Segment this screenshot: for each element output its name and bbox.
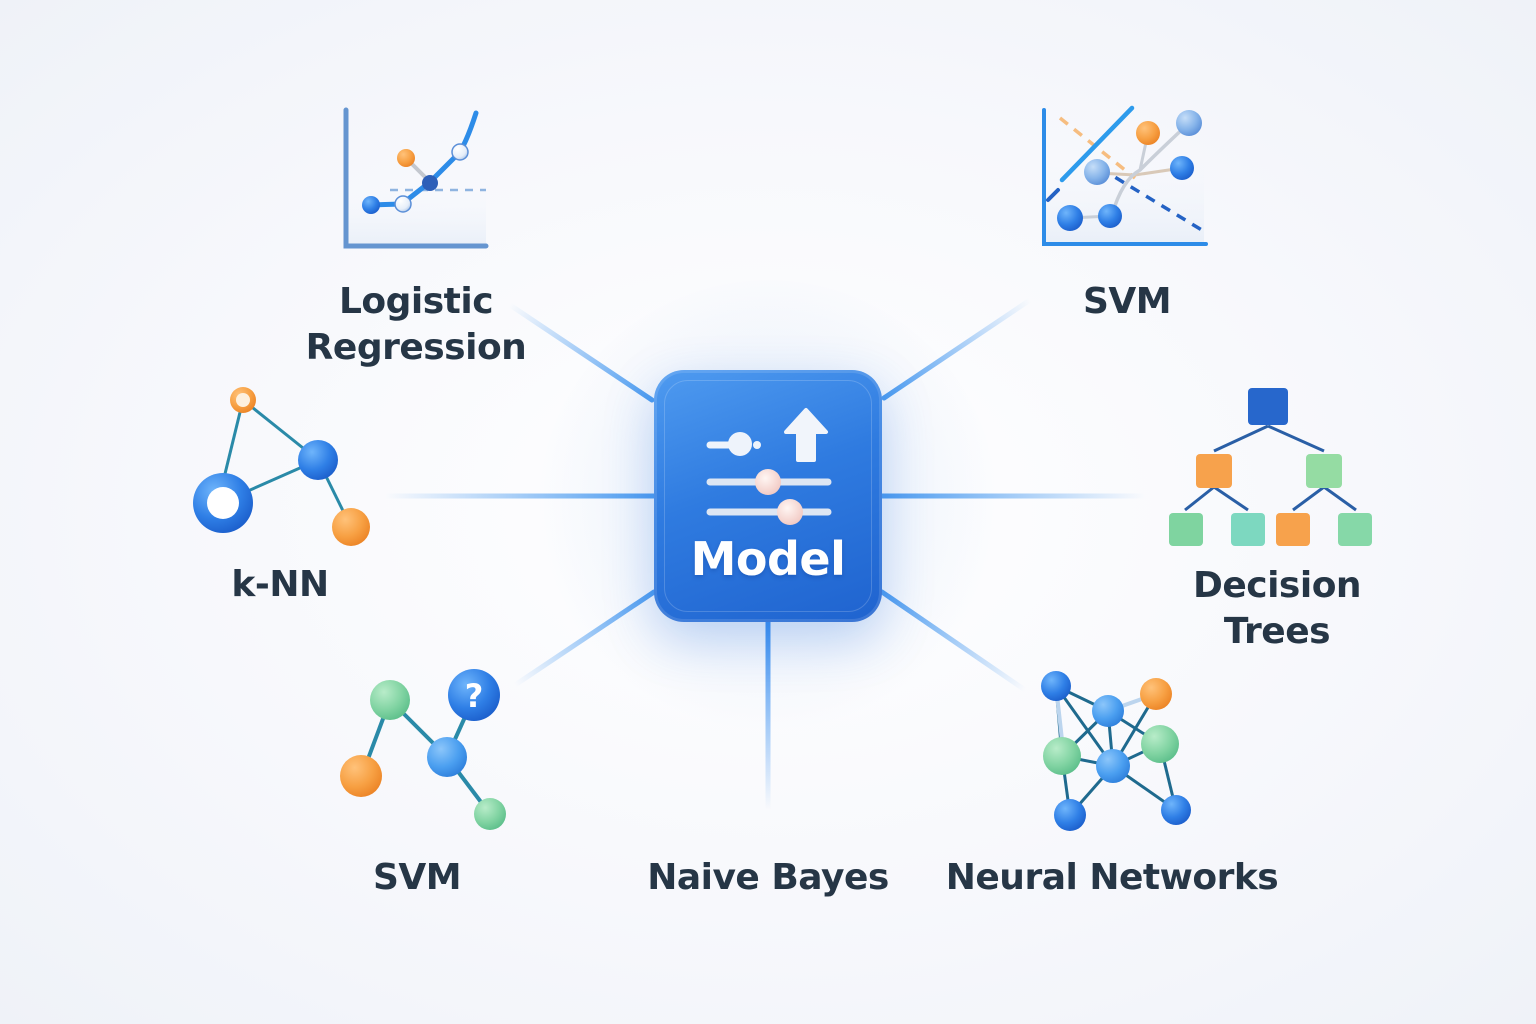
node-label-line: k-NN xyxy=(231,564,329,605)
neighbor-graph-icon xyxy=(193,387,370,546)
node-knn[interactable]: k-NN xyxy=(231,562,329,608)
node-label-line: SVM xyxy=(1082,281,1172,322)
sliders-upload-icon xyxy=(706,408,832,525)
edge-svm-top xyxy=(881,297,1033,401)
line-chart-icon xyxy=(343,107,489,249)
tree-hierarchy-icon xyxy=(1169,388,1372,546)
node-decision-trees[interactable]: Decision Trees xyxy=(1192,563,1362,655)
node-label-line: SVM xyxy=(372,857,462,898)
node-svm-top[interactable]: SVM xyxy=(1082,279,1172,325)
node-label-line: Naive Bayes xyxy=(647,857,889,898)
neural-mesh-icon xyxy=(1041,671,1191,831)
node-naive-bayes[interactable]: Naive Bayes xyxy=(647,855,889,901)
node-label-line: Neural Networks xyxy=(945,857,1279,898)
node-neural-networks[interactable]: Neural Networks xyxy=(945,855,1279,901)
hub-title: Model xyxy=(690,532,846,586)
edge-logistic-regression xyxy=(507,302,655,403)
node-label-line: Logistic xyxy=(338,281,494,322)
scatter-boundary-icon xyxy=(1042,105,1208,246)
model-hub[interactable]: Model xyxy=(654,370,882,622)
node-logistic-regression[interactable]: Logistic Regression xyxy=(306,279,527,371)
edge-svm-bottom xyxy=(512,589,657,688)
node-svm-bottom[interactable]: SVM xyxy=(372,855,462,901)
query-graph-icon: ? xyxy=(340,669,506,830)
node-label-line: Trees xyxy=(1223,611,1331,652)
node-label-line: Decision xyxy=(1192,565,1362,606)
node-label-line: Regression xyxy=(305,327,527,368)
question-mark-glyph: ? xyxy=(465,677,484,715)
edge-neural-networks xyxy=(879,589,1028,693)
hub-inner-border xyxy=(664,380,872,612)
